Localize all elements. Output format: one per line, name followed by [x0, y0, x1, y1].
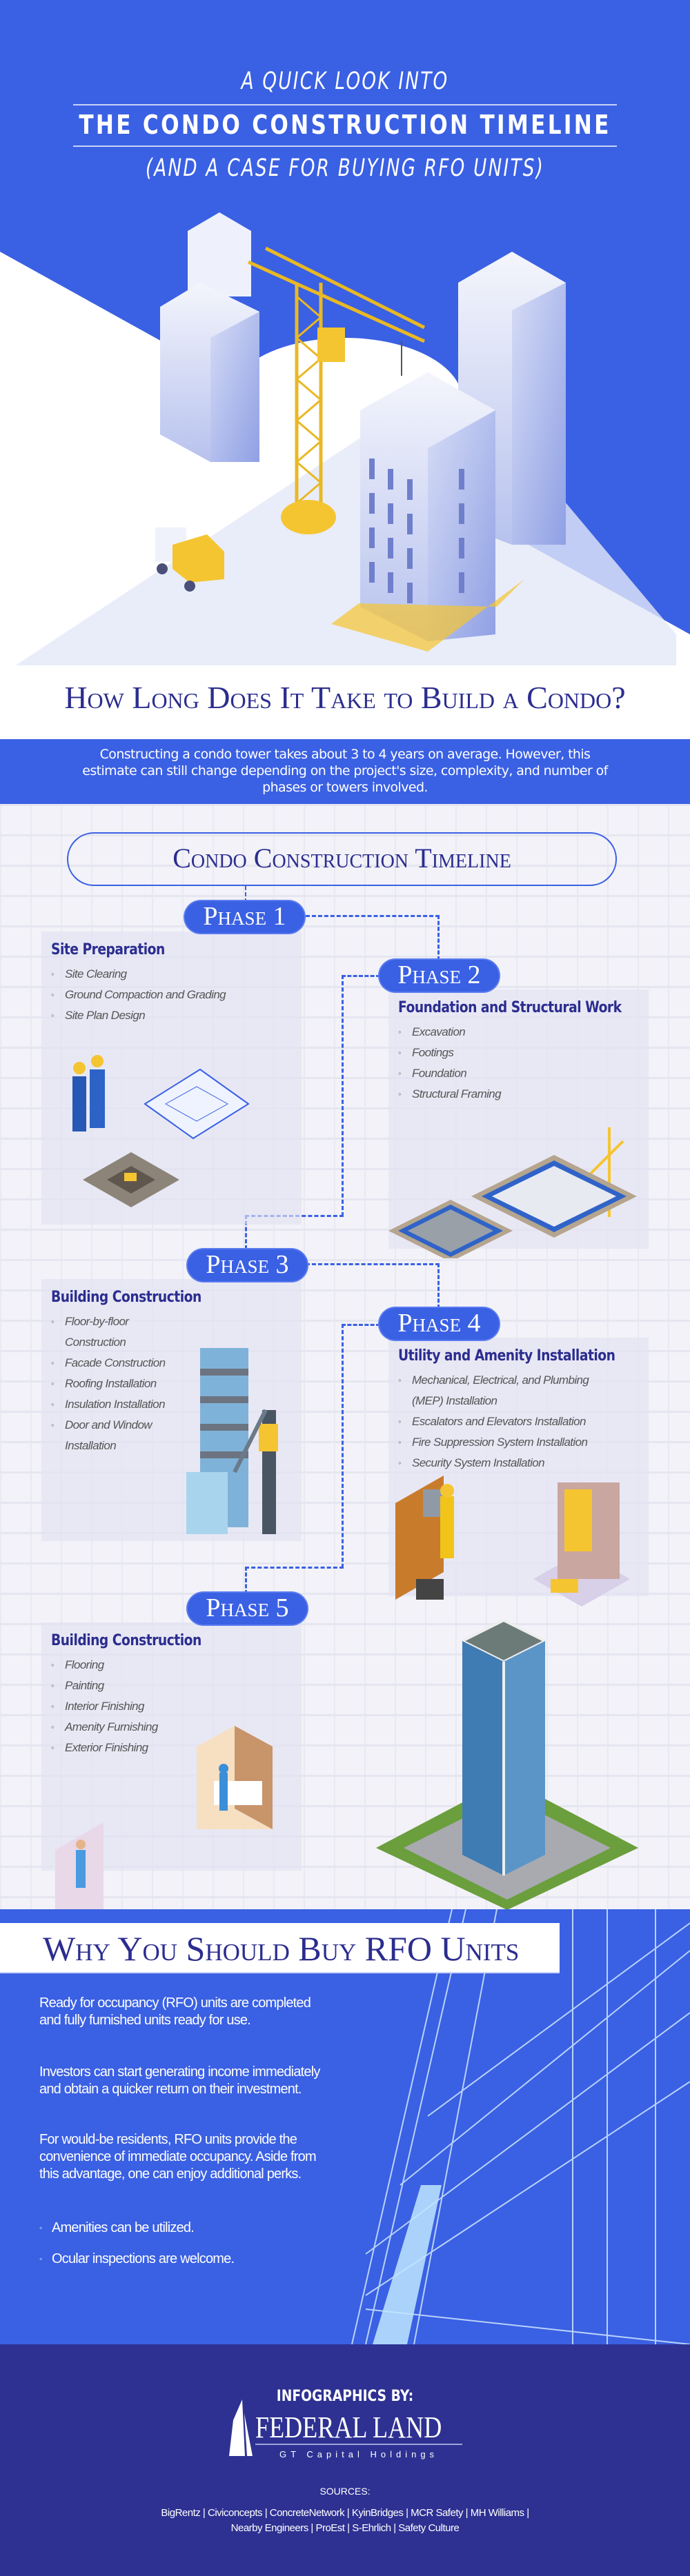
- phase-items: Mechanical, Electrical, and Plumbing (ME…: [398, 1370, 619, 1473]
- phase-items: Excavation Footings Foundation Structura…: [398, 1022, 649, 1105]
- timeline-title: Condo Construction Timeline: [67, 832, 617, 886]
- rfo-title: Why You Should Buy RFO Units: [43, 1929, 520, 1968]
- building-construction-illustration: [186, 1348, 278, 1534]
- phase-item: Door and Window Installation: [51, 1415, 182, 1456]
- phase-heading: Site Preparation: [51, 941, 165, 958]
- timeline-connector: [342, 1324, 380, 1568]
- utility-installation-illustration: [395, 1476, 630, 1607]
- phase-3-card: Building Construction Floor-by-floor Con…: [41, 1279, 302, 1541]
- rfo-bullet-text: Amenities can be utilized.: [52, 2220, 195, 2235]
- phase-items: Flooring Painting Interior Finishing Ame…: [51, 1655, 302, 1758]
- painter-icon: [55, 1822, 103, 1912]
- site-preparation-illustration: [72, 1055, 250, 1207]
- bathroom-worker-icon: [197, 1726, 273, 1829]
- sources-list: Nearby Engineers | ProEst | S-Ehrlich | …: [230, 2522, 460, 2534]
- intro-heading: How Long Does It Take to Build a Condo?: [64, 680, 626, 715]
- sources-label: SOURCES:: [319, 2486, 371, 2497]
- phase-item: Interior Finishing: [51, 1696, 302, 1717]
- phase-items: Floor-by-floor Construction Facade Const…: [51, 1311, 182, 1456]
- finishing-illustration: [55, 1726, 273, 1912]
- phase-item: Foundation: [398, 1063, 649, 1084]
- phase-item: Structural Framing: [398, 1084, 649, 1105]
- timeline-connector: [306, 915, 440, 960]
- phase-item: Floor-by-floor Construction: [51, 1311, 182, 1353]
- timeline-connector: [245, 886, 246, 903]
- bullet-icon: ◦: [39, 2254, 42, 2264]
- electric-panel-icon: [395, 1476, 454, 1600]
- phase-4-card: Utility and Amenity Installation Mechani…: [388, 1338, 649, 1607]
- phase-item: Security System Installation: [398, 1453, 619, 1473]
- phase-item: Insulation Installation: [51, 1394, 182, 1415]
- rfo-bullet: ◦ Ocular inspections are welcome.: [39, 2251, 329, 2268]
- federal-land-logo-icon: [229, 2399, 253, 2456]
- divider: [73, 145, 617, 147]
- hero-section: A QUICK LOOK INTO THE CONDO CONSTRUCTION…: [0, 0, 690, 690]
- rfo-title-bar: [0, 1923, 560, 1972]
- rfo-bullet: ◦ Amenities can be utilized.: [39, 2220, 329, 2237]
- phase-item: Excavation: [398, 1022, 649, 1043]
- divider: [73, 104, 617, 105]
- phase-item: Roofing Installation: [51, 1373, 182, 1394]
- phase-item: Painting: [51, 1676, 302, 1696]
- phase-item: Exterior Finishing: [51, 1738, 302, 1758]
- logo-subtitle: GT Capital Holdings: [279, 2449, 439, 2459]
- phase-item: Fire Suppression System Installation: [398, 1432, 619, 1453]
- phase-5-badge: Phase 5: [188, 1593, 307, 1624]
- phase-item: Facade Construction: [51, 1353, 182, 1373]
- intro-text: Constructing a condo tower takes about 3…: [0, 739, 690, 804]
- header-subtitle: (AND A CASE FOR BUYING RFO UNITS): [145, 154, 545, 182]
- federal-land-logo-text: FEDERAL LAND: [255, 2411, 442, 2444]
- skyscraper-icon: [186, 1348, 248, 1534]
- federal-land-logo: FEDERAL LAND: [255, 2413, 462, 2445]
- header-kicker: A QUICK LOOK INTO: [241, 68, 449, 95]
- phase-heading: Utility and Amenity Installation: [398, 1347, 615, 1365]
- phase-items: Site Clearing Ground Compaction and Grad…: [51, 964, 302, 1026]
- crane-icon: [247, 246, 426, 534]
- blueprint-icon: [144, 1068, 250, 1140]
- building-wireframe-illustration: [351, 1909, 690, 2344]
- building-icon: [160, 212, 566, 652]
- phase-item: Mechanical, Electrical, and Plumbing (ME…: [398, 1370, 619, 1411]
- phase-item: Site Clearing: [51, 964, 302, 985]
- footer: INFOGRAPHICS BY: FEDERAL LAND GT Capital…: [0, 2344, 690, 2576]
- phase-item: Site Plan Design: [51, 1005, 302, 1026]
- truck-icon: [155, 527, 224, 592]
- rfo-section: Why You Should Buy RFO Units Ready for o…: [0, 1909, 690, 2344]
- timeline-connector: [245, 1567, 344, 1594]
- bullet-icon: ◦: [39, 2223, 42, 2233]
- phase-4-badge: Phase 4: [379, 1308, 499, 1340]
- phase-1-badge: Phase 1: [185, 901, 304, 933]
- intro-section: [0, 665, 690, 740]
- phase-3-badge: Phase 3: [188, 1249, 307, 1281]
- phase-2-card: Foundation and Structural Work Excavatio…: [388, 989, 649, 1258]
- timeline-connector: [306, 1263, 440, 1309]
- rfo-paragraph: Investors can start generating income im…: [39, 2064, 320, 2097]
- rfo-bullet-text: Ocular inspections are welcome.: [52, 2251, 235, 2266]
- elevator-icon: [533, 1482, 630, 1607]
- rfo-paragraph: For would-be residents, RFO units provid…: [39, 2132, 317, 2182]
- phase-item: Footings: [398, 1043, 649, 1063]
- phase-5-card: Building Construction Flooring Painting …: [41, 1622, 302, 1912]
- phase-item: Amenity Furnishing: [51, 1717, 302, 1738]
- header-title: THE CONDO CONSTRUCTION TIMELINE: [79, 110, 611, 140]
- foundation-illustration: [388, 1127, 637, 1258]
- excavation-icon: [83, 1152, 179, 1207]
- construction-illustration: [0, 212, 690, 676]
- phase-item: Ground Compaction and Grading: [51, 985, 302, 1005]
- phase-item: Escalators and Elevators Installation: [398, 1411, 619, 1432]
- engineers-icon: [72, 1055, 105, 1131]
- finished-tower-illustration: [376, 1620, 638, 1910]
- sources-list: BigRentz | Civiconcepts | ConcreteNetwor…: [161, 2507, 529, 2519]
- phase-item: Flooring: [51, 1655, 302, 1676]
- phase-2-badge: Phase 2: [379, 960, 499, 992]
- rfo-paragraph: Ready for occupancy (RFO) units are comp…: [39, 1995, 311, 2028]
- crane-icon: [233, 1409, 278, 1534]
- credits-label: INFOGRAPHICS BY:: [276, 2388, 414, 2405]
- phase-heading: Foundation and Structural Work: [398, 999, 622, 1016]
- phase-heading: Building Construction: [51, 1289, 201, 1306]
- timeline-connector: [342, 975, 380, 1216]
- phase-1-card: Site Preparation Site Clearing Ground Co…: [41, 932, 302, 1225]
- phase-heading: Building Construction: [51, 1632, 201, 1649]
